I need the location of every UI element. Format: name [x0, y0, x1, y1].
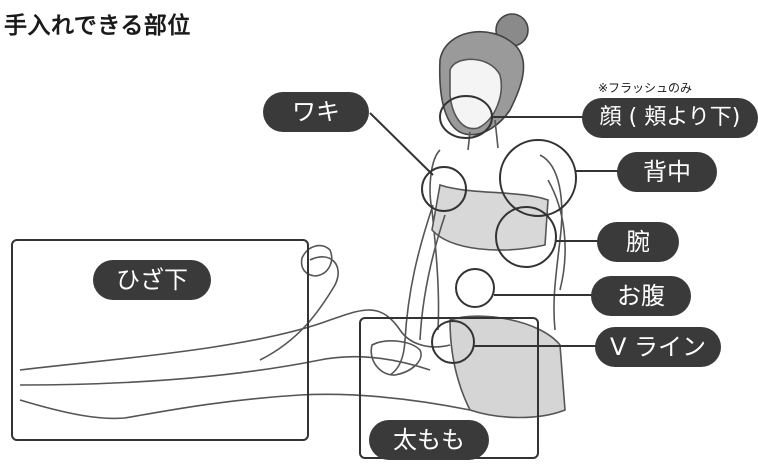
vline-circle: [431, 320, 475, 364]
leader-lines: [369, 112, 620, 347]
page-title: 手入れできる部位: [4, 13, 191, 39]
waki-circle: [421, 166, 467, 212]
label-back: 背中: [617, 152, 717, 192]
label-face: 顔 ( 頬より下): [582, 98, 758, 138]
below-knee-box: [11, 239, 309, 441]
belly-circle: [455, 268, 495, 308]
back-circle: [499, 139, 577, 217]
woman-figure: [19, 13, 566, 420]
label-belly: お腹: [591, 276, 691, 316]
label-arm: 腕: [597, 222, 679, 262]
face-note: ※フラッシュのみ: [598, 81, 693, 95]
label-below-knee: ひざ下: [93, 260, 211, 300]
label-waki: ワキ: [263, 92, 369, 132]
arm-circle: [495, 206, 557, 268]
label-thigh: 太もも: [369, 420, 489, 460]
label-vline: V ライン: [595, 327, 721, 367]
